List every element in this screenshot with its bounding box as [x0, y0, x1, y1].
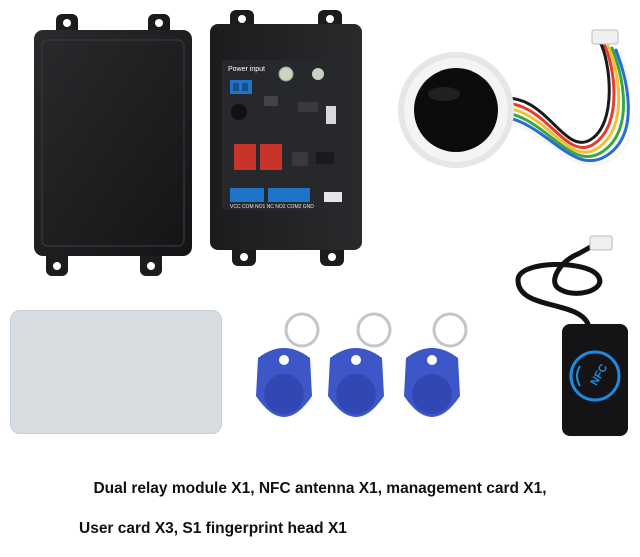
- rfid-keyfob-2: [314, 308, 404, 432]
- terminal-labels: VCC COM NO1 NC NO2 COM2 GND: [230, 204, 314, 210]
- nfc-antenna-reader: NFC: [478, 230, 628, 440]
- rfid-keyfob-1: [242, 308, 332, 432]
- caption-line-1: Dual relay module X1, NFC antenna X1, ma…: [93, 480, 547, 497]
- rfid-keyfob-3: [390, 308, 480, 432]
- caption-line-2: User card X3, S1 fingerprint head X1: [79, 520, 347, 537]
- power-input-label: Power input: [228, 66, 265, 73]
- relay-module-board: Power input VCC COM NO1 NC NO2 COM2 GND: [208, 10, 364, 266]
- black-enclosure-lid: [28, 14, 200, 276]
- management-card: [10, 310, 222, 434]
- fingerprint-sensor-head: [394, 24, 630, 194]
